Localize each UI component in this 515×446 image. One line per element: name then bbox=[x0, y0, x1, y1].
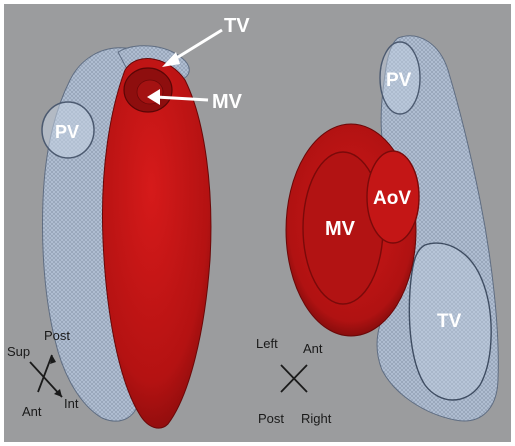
left-label-mv: MV bbox=[212, 91, 243, 113]
right-label-tv: TV bbox=[437, 311, 462, 332]
right-label-aov: AoV bbox=[373, 188, 411, 209]
axis-post-right: Post bbox=[258, 411, 284, 426]
axis-ant-left: Ant bbox=[22, 404, 42, 419]
axis-ant-right: Ant bbox=[303, 341, 323, 356]
axis-int: Int bbox=[64, 396, 79, 411]
axis-post-left: Post bbox=[44, 328, 70, 343]
axis-right: Right bbox=[301, 411, 332, 426]
left-label-pv: PV bbox=[55, 122, 79, 142]
axis-sup: Sup bbox=[7, 344, 30, 359]
right-label-mv: MV bbox=[325, 218, 356, 240]
right-label-pv: PV bbox=[386, 70, 412, 91]
left-label-tv: TV bbox=[224, 15, 250, 37]
axis-left: Left bbox=[256, 336, 278, 351]
